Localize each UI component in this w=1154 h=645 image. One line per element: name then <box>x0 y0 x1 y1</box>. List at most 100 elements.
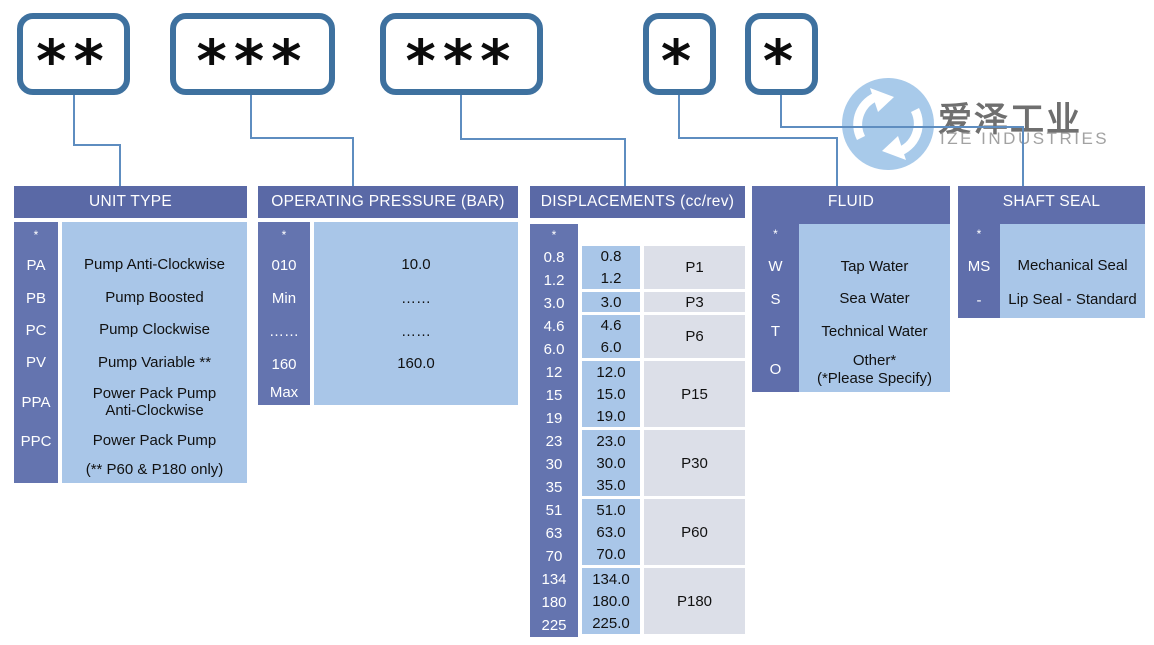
code-cell: * <box>33 228 39 242</box>
code-cell: 160 <box>271 355 297 373</box>
model-group: P1 <box>644 246 745 289</box>
displacement-code-column: * 0.8 1.2 3.0 4.6 6.0 12 15 19 23 30 35 … <box>530 224 578 637</box>
value-group-p60: 51.0 63.0 70.0 <box>582 499 640 565</box>
code-cell <box>14 457 58 483</box>
code-cell: 1.2 <box>543 272 565 289</box>
desc-cell: …… <box>401 322 431 340</box>
code-cell: * <box>281 228 287 242</box>
code-cell: 15 <box>545 387 563 404</box>
desc-cell: Mechanical Seal <box>1017 257 1128 275</box>
fluid-code-column: * W S T O <box>752 218 799 392</box>
code-cell: T <box>770 323 781 340</box>
code-box-displacement: *** <box>380 13 543 95</box>
desc-cell: Pump Boosted <box>105 289 204 307</box>
value-group-p6: 4.6 6.0 <box>582 315 640 358</box>
model-group: P3 <box>644 292 745 312</box>
pressure-desc-column: 10.0 …… …… 160.0 <box>314 222 518 405</box>
logo-circular-arrows-icon <box>842 78 934 170</box>
code-cell: 180 <box>541 594 567 611</box>
code-cell: 134 <box>541 571 567 588</box>
code-cell: * <box>976 227 982 241</box>
model-group: P6 <box>644 315 745 358</box>
code-cell: 0.8 <box>543 249 565 266</box>
displacement-model-column: P1 P3 P6 P15 P30 P60 P180 <box>644 224 745 637</box>
asterisks: *** <box>405 26 518 95</box>
code-cell: 3.0 <box>543 295 565 312</box>
asterisks: *** <box>196 26 309 95</box>
value-cell: 23.0 <box>596 432 626 450</box>
code-cell: PB <box>25 289 46 307</box>
model-cell: P15 <box>681 385 708 403</box>
value-cell: 1.2 <box>600 269 622 287</box>
model-group: P30 <box>644 430 745 496</box>
value-cell: 15.0 <box>596 385 626 403</box>
desc-cell <box>62 222 247 248</box>
code-cell: Min <box>271 290 297 307</box>
shaft-seal-code-column: * MS - <box>958 218 1000 318</box>
code-box-unit-type: ** <box>17 13 130 95</box>
code-cell: O <box>769 361 782 378</box>
value-group-p15: 12.0 15.0 19.0 <box>582 361 640 427</box>
value-group-p1: 0.8 1.2 <box>582 246 640 289</box>
value-cell: 35.0 <box>596 476 626 494</box>
model-group: P15 <box>644 361 745 427</box>
code-box-fluid: * <box>643 13 716 95</box>
displacement-value-column: 0.8 1.2 3.0 4.6 6.0 12.0 15.0 19.0 23.0 <box>582 224 640 637</box>
value-cell: 3.0 <box>600 293 622 311</box>
unit-type-table: UNIT TYPE * PA PB PC PV PPA PPC Pump Ant… <box>14 186 247 483</box>
unit-type-desc-column: Pump Anti-Clockwise Pump Boosted Pump Cl… <box>62 222 247 483</box>
code-cell: PPA <box>21 393 51 411</box>
value-cell: 63.0 <box>596 523 626 541</box>
code-box-pressure: *** <box>170 13 335 95</box>
desc-cell: 10.0 <box>401 256 431 274</box>
value-cell: 180.0 <box>592 592 630 610</box>
value-group-p180: 134.0 180.0 225.0 <box>582 568 640 634</box>
code-cell: 23 <box>545 433 563 450</box>
table-header: DISPLACEMENTS (cc/rev) <box>530 186 745 218</box>
code-cell: 35 <box>545 479 563 496</box>
value-cell: 30.0 <box>596 454 626 472</box>
code-cell: * <box>551 228 557 242</box>
model-cell: P1 <box>685 259 704 276</box>
asterisks: * <box>660 26 699 95</box>
code-cell: …… <box>269 323 299 340</box>
code-cell: Max <box>269 384 299 401</box>
desc-cell: Power Pack Pump <box>92 432 217 450</box>
pressure-code-column: * 010 Min …… 160 Max <box>258 222 310 405</box>
value-cell: 6.0 <box>600 338 622 356</box>
code-cell: PA <box>26 256 46 274</box>
model-cell: P180 <box>676 592 713 610</box>
code-cell: 12 <box>545 364 563 381</box>
code-cell: W <box>768 258 783 275</box>
shaft-seal-desc-column: Mechanical Seal Lip Seal - Standard <box>1000 224 1145 318</box>
desc-cell: Sea Water <box>839 290 910 308</box>
desc-cell: Technical Water <box>821 322 928 340</box>
code-cell: PC <box>25 321 47 339</box>
value-cell: 70.0 <box>596 545 626 563</box>
displacements-table: DISPLACEMENTS (cc/rev) * 0.8 1.2 3.0 4.6… <box>530 186 745 637</box>
logo-chinese-name: 爱泽工业 <box>938 101 1082 139</box>
operating-pressure-table: OPERATING PRESSURE (BAR) * 010 Min …… 16… <box>258 186 518 405</box>
desc-cell: 160.0 <box>397 355 435 373</box>
asterisks: ** <box>36 26 111 95</box>
code-cell: PV <box>25 354 46 371</box>
desc-cell-footnote: (** P60 & P180 only) <box>85 461 224 479</box>
value-cell: 12.0 <box>596 363 626 381</box>
desc-cell: Other* (*Please Specify) <box>816 352 933 387</box>
code-cell: 70 <box>545 548 563 565</box>
table-header: FLUID <box>827 193 875 210</box>
table-header: OPERATING PRESSURE (BAR) <box>258 186 518 218</box>
table-header: UNIT TYPE <box>14 186 247 218</box>
value-cell: 0.8 <box>600 248 622 266</box>
model-group: P180 <box>644 568 745 634</box>
desc-cell: Lip Seal - Standard <box>1008 291 1137 309</box>
code-cell: 6.0 <box>543 341 565 358</box>
desc-cell: Tap Water <box>840 257 909 275</box>
code-cell: S <box>770 290 781 308</box>
desc-cell: Power Pack Pump Anti-Clockwise <box>92 384 217 419</box>
code-cell: 19 <box>545 410 563 427</box>
asterisks: * <box>762 26 801 95</box>
desc-cell <box>799 224 950 250</box>
